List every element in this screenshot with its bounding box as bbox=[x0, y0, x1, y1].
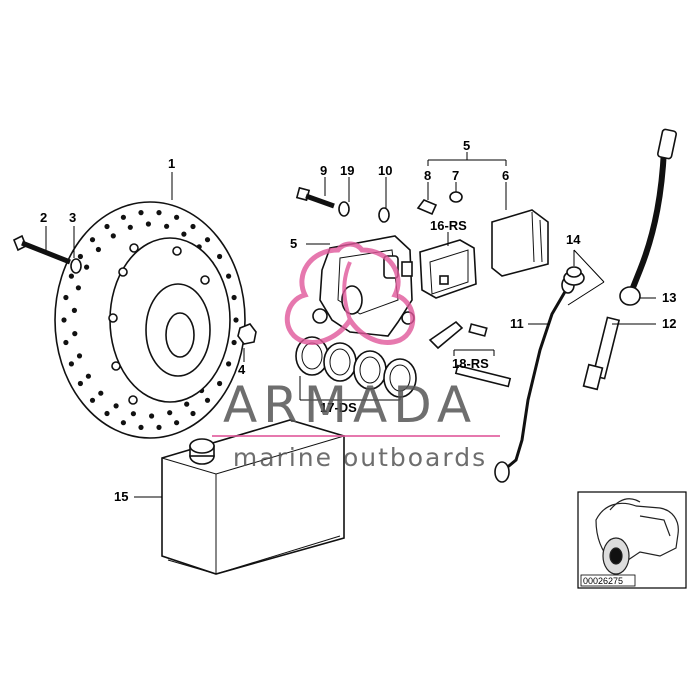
disc-hole bbox=[233, 317, 239, 323]
disc-hole bbox=[217, 253, 223, 260]
callout-4: 4 bbox=[238, 362, 246, 377]
disc-hole bbox=[149, 413, 155, 419]
reference-box: 00026275 bbox=[577, 491, 687, 589]
callout-3: 3 bbox=[69, 210, 76, 225]
disc-bolt bbox=[12, 234, 71, 265]
disc-hole bbox=[156, 210, 162, 216]
washer bbox=[378, 207, 390, 223]
callout-14: 14 bbox=[566, 232, 581, 247]
disc-hole bbox=[71, 307, 77, 313]
disc-hole bbox=[156, 424, 162, 430]
disc-hole bbox=[130, 411, 136, 417]
callout-17-ds: 17-DS bbox=[320, 400, 357, 415]
brake-hose bbox=[629, 128, 677, 292]
disc-hole bbox=[145, 221, 151, 227]
brake-disc bbox=[54, 201, 246, 439]
caliper-bolt bbox=[295, 186, 335, 209]
watermark-logo bbox=[284, 241, 416, 345]
disc-hole bbox=[181, 231, 187, 237]
brake-fluid-can bbox=[161, 419, 345, 575]
dust-cap bbox=[449, 191, 463, 203]
disc-hole bbox=[98, 390, 104, 396]
disc-hole bbox=[184, 401, 190, 407]
disc-holes bbox=[61, 210, 239, 430]
disc-hole bbox=[89, 237, 96, 243]
disc-hole bbox=[113, 403, 119, 409]
disc-hole bbox=[61, 317, 67, 323]
disc-hole bbox=[77, 380, 83, 387]
disc-hole bbox=[204, 237, 211, 243]
callout-8: 8 bbox=[424, 168, 431, 183]
disc-hole bbox=[120, 420, 126, 426]
disc-hole bbox=[174, 420, 180, 426]
callout-18-rs: 18-RS bbox=[452, 356, 489, 371]
leader-lines bbox=[45, 152, 656, 498]
disc-hole bbox=[76, 353, 83, 359]
piston-seals bbox=[295, 336, 417, 398]
disc-hole bbox=[110, 233, 116, 239]
disc-hole bbox=[164, 223, 170, 229]
anti-squeal-shim bbox=[491, 209, 549, 277]
disc-hole bbox=[77, 253, 83, 260]
bleeder-valve bbox=[416, 199, 438, 216]
callout-16-rs: 16-RS bbox=[430, 218, 467, 233]
disc-hole bbox=[68, 361, 74, 367]
disc-hole bbox=[95, 246, 101, 253]
disc-hole bbox=[231, 294, 237, 301]
disc-hole bbox=[190, 223, 196, 230]
callout-15: 15 bbox=[114, 489, 128, 504]
callout-11: 11 bbox=[510, 316, 524, 331]
watermark-brand: ARMADA bbox=[223, 376, 477, 434]
disc-hole bbox=[204, 397, 211, 403]
brake-line bbox=[494, 276, 575, 483]
disc-hole bbox=[63, 339, 69, 346]
washer bbox=[70, 258, 82, 274]
hose-grommet bbox=[619, 286, 641, 306]
pad-pins bbox=[428, 320, 512, 388]
callout-5-top: 5 bbox=[463, 138, 470, 153]
callout-12: 12 bbox=[662, 316, 676, 331]
disc-hole bbox=[104, 223, 110, 230]
disc-hole bbox=[138, 210, 144, 216]
disc-hole bbox=[89, 397, 96, 403]
callout-2: 2 bbox=[40, 210, 47, 225]
disc-hole bbox=[226, 273, 232, 279]
callout-9: 9 bbox=[320, 163, 327, 178]
disc-hole bbox=[190, 410, 196, 417]
callout-10: 10 bbox=[378, 163, 392, 178]
hose-fitting bbox=[582, 316, 621, 391]
disc-hole bbox=[174, 214, 180, 220]
washer bbox=[338, 201, 350, 217]
disc-hole bbox=[63, 294, 69, 301]
disc-hole bbox=[85, 373, 91, 379]
callout-19: 19 bbox=[340, 163, 354, 178]
disc-hole bbox=[120, 214, 126, 220]
callout-1: 1 bbox=[168, 156, 175, 171]
grommet bbox=[563, 266, 585, 286]
brake-pads bbox=[419, 239, 477, 299]
disc-hole bbox=[72, 331, 78, 337]
disc-hole bbox=[68, 273, 74, 279]
disc-hole bbox=[75, 285, 81, 291]
disc-hole bbox=[226, 361, 232, 367]
nut bbox=[237, 323, 257, 345]
callout-13: 13 bbox=[662, 290, 676, 305]
disc-hole bbox=[84, 264, 90, 270]
reference-code: 00026275 bbox=[583, 576, 623, 586]
disc-hole bbox=[138, 424, 144, 430]
disc-hole bbox=[217, 380, 223, 387]
disc-hole bbox=[127, 224, 133, 230]
motorcycle-icon bbox=[595, 498, 679, 575]
disc-hole bbox=[231, 339, 237, 346]
disc-hole bbox=[104, 410, 110, 417]
watermark: ARMADA marine outboards bbox=[212, 241, 500, 472]
disc-hole bbox=[167, 410, 173, 416]
callout-7: 7 bbox=[452, 168, 459, 183]
callout-6: 6 bbox=[502, 168, 509, 183]
callout-labels: 1 2 3 4 5 5 6 7 8 9 10 11 12 13 14 15 16… bbox=[40, 138, 676, 504]
watermark-tagline: marine outboards bbox=[233, 443, 487, 472]
callout-5-caliper: 5 bbox=[290, 236, 297, 251]
